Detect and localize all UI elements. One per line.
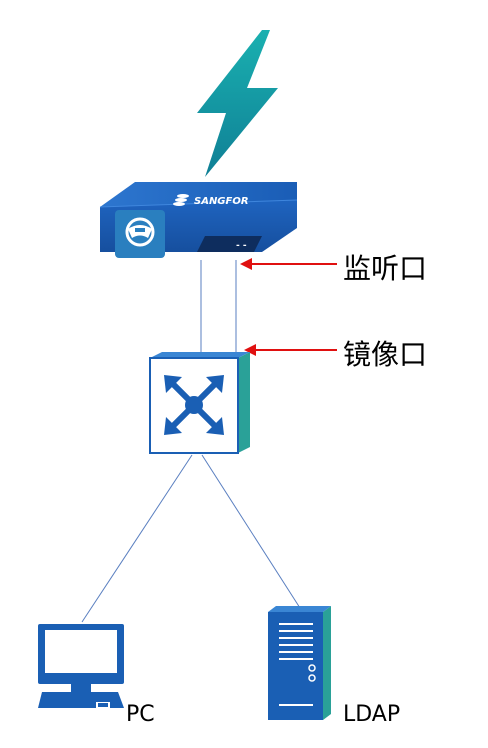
ldap-label: LDAP <box>343 702 400 727</box>
sangfor-logo-mark <box>173 194 189 206</box>
pc-label: PC <box>126 702 155 727</box>
server-icon <box>268 606 331 720</box>
monitor-port-label: 监听口 <box>343 252 427 285</box>
brand-text: SANGFOR <box>194 196 249 207</box>
port-indicator: - - <box>236 241 247 251</box>
mirror-port-arrow <box>244 344 337 356</box>
monitor-port-arrow <box>240 258 337 270</box>
network-switch-icon <box>149 352 250 454</box>
switch-to-ldap-line <box>201 454 301 609</box>
connection-lines <box>81 260 301 623</box>
lightning-bolt-icon <box>197 30 278 177</box>
port-panel <box>197 236 262 252</box>
desktop-computer-icon <box>38 624 124 708</box>
sangfor-appliance-icon: SANGFOR - - <box>99 182 298 258</box>
mirror-port-label: 镜像口 <box>343 338 427 371</box>
switch-to-pc-line <box>81 454 193 623</box>
